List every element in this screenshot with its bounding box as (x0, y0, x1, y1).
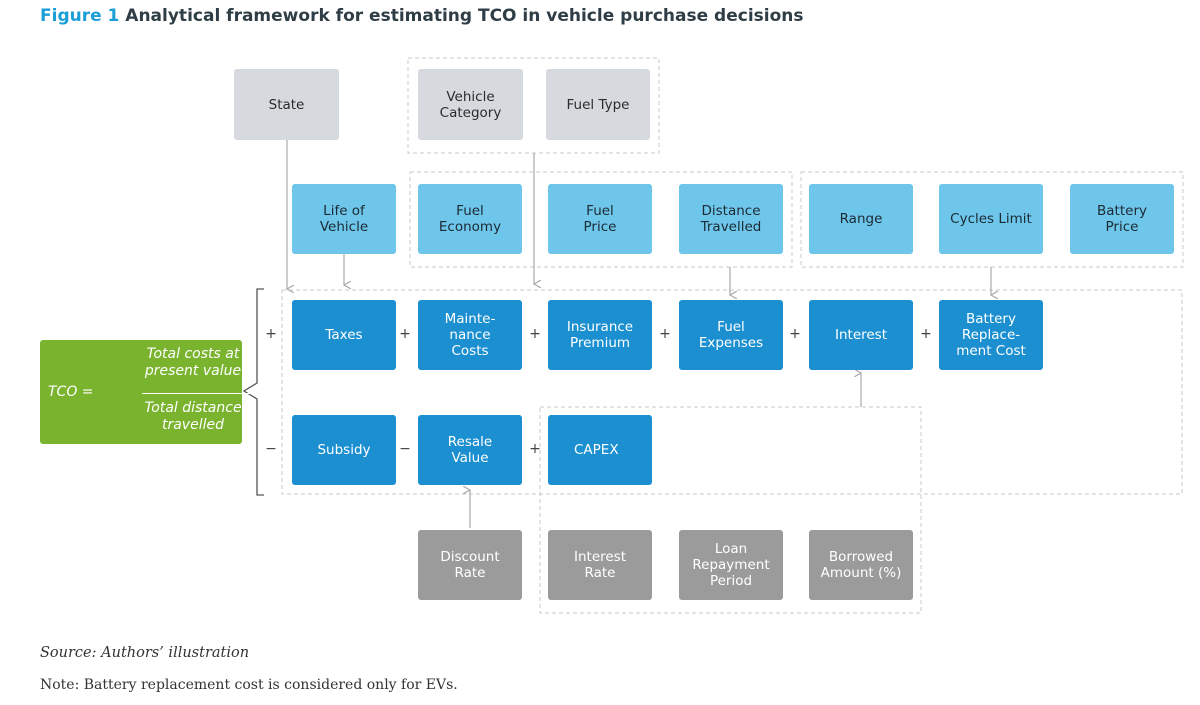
plus-operator: + (399, 326, 411, 342)
interest-box: Interest (809, 300, 913, 370)
borrowed-amount-box: Borrowed Amount (%) (809, 530, 913, 600)
plus-operator: + (659, 326, 671, 342)
tco-denominator: Total distance travelled (144, 400, 242, 433)
fuel-type-box: Fuel Type (546, 69, 650, 140)
group-battery-params (800, 171, 1184, 268)
minus-operator: − (399, 441, 411, 457)
cycles-limit-box: Cycles Limit (939, 184, 1043, 254)
plus-operator: + (529, 326, 541, 342)
fuel-expenses-box: Fuel Expenses (679, 300, 783, 370)
plus-operator: + (920, 326, 932, 342)
life-of-vehicle-box: Life of Vehicle (292, 184, 396, 254)
plus-operator: + (789, 326, 801, 342)
figure-title-text: Analytical framework for estimating TCO … (125, 6, 804, 26)
capex-box: CAPEX (548, 415, 652, 485)
tco-label: TCO = (48, 384, 94, 400)
discount-rate-box: Discount Rate (418, 530, 522, 600)
state-box: State (234, 69, 339, 140)
range-box: Range (809, 184, 913, 254)
maintenance-costs-box: Mainte- nance Costs (418, 300, 522, 370)
fuel-economy-box: Fuel Economy (418, 184, 522, 254)
tco-formula-box: TCO = Total costs at present value Total… (40, 340, 278, 444)
battery-replacement-cost-box: Battery Replace- ment Cost (939, 300, 1043, 370)
minus-operator: − (265, 441, 277, 457)
plus-operator: + (529, 441, 541, 457)
interest-rate-box: Interest Rate (548, 530, 652, 600)
battery-price-box: Battery Price (1070, 184, 1174, 254)
plus-operator: + (265, 326, 277, 342)
summation-brace (242, 288, 264, 496)
subsidy-box: Subsidy (292, 415, 396, 485)
source-caption: Source: Authors’ illustration (40, 645, 250, 661)
fuel-price-box: Fuel Price (548, 184, 652, 254)
resale-value-box: Resale Value (418, 415, 522, 485)
group-fuel-params (409, 171, 793, 268)
distance-travelled-box: Distance Travelled (679, 184, 783, 254)
vehicle-category-box: Vehicle Category (418, 69, 523, 140)
figure-title: Figure 1 Analytical framework for estima… (40, 6, 804, 26)
group-cost-components (281, 289, 1183, 495)
tco-numerator: Total costs at present value (144, 346, 242, 379)
group-financing (539, 406, 922, 614)
taxes-box: Taxes (292, 300, 396, 370)
loan-repayment-period-box: Loan Repayment Period (679, 530, 783, 600)
note-caption: Note: Battery replacement cost is consid… (40, 677, 458, 693)
fraction-line (142, 393, 278, 394)
figure-number: Figure 1 (40, 6, 120, 26)
insurance-premium-box: Insurance Premium (548, 300, 652, 370)
